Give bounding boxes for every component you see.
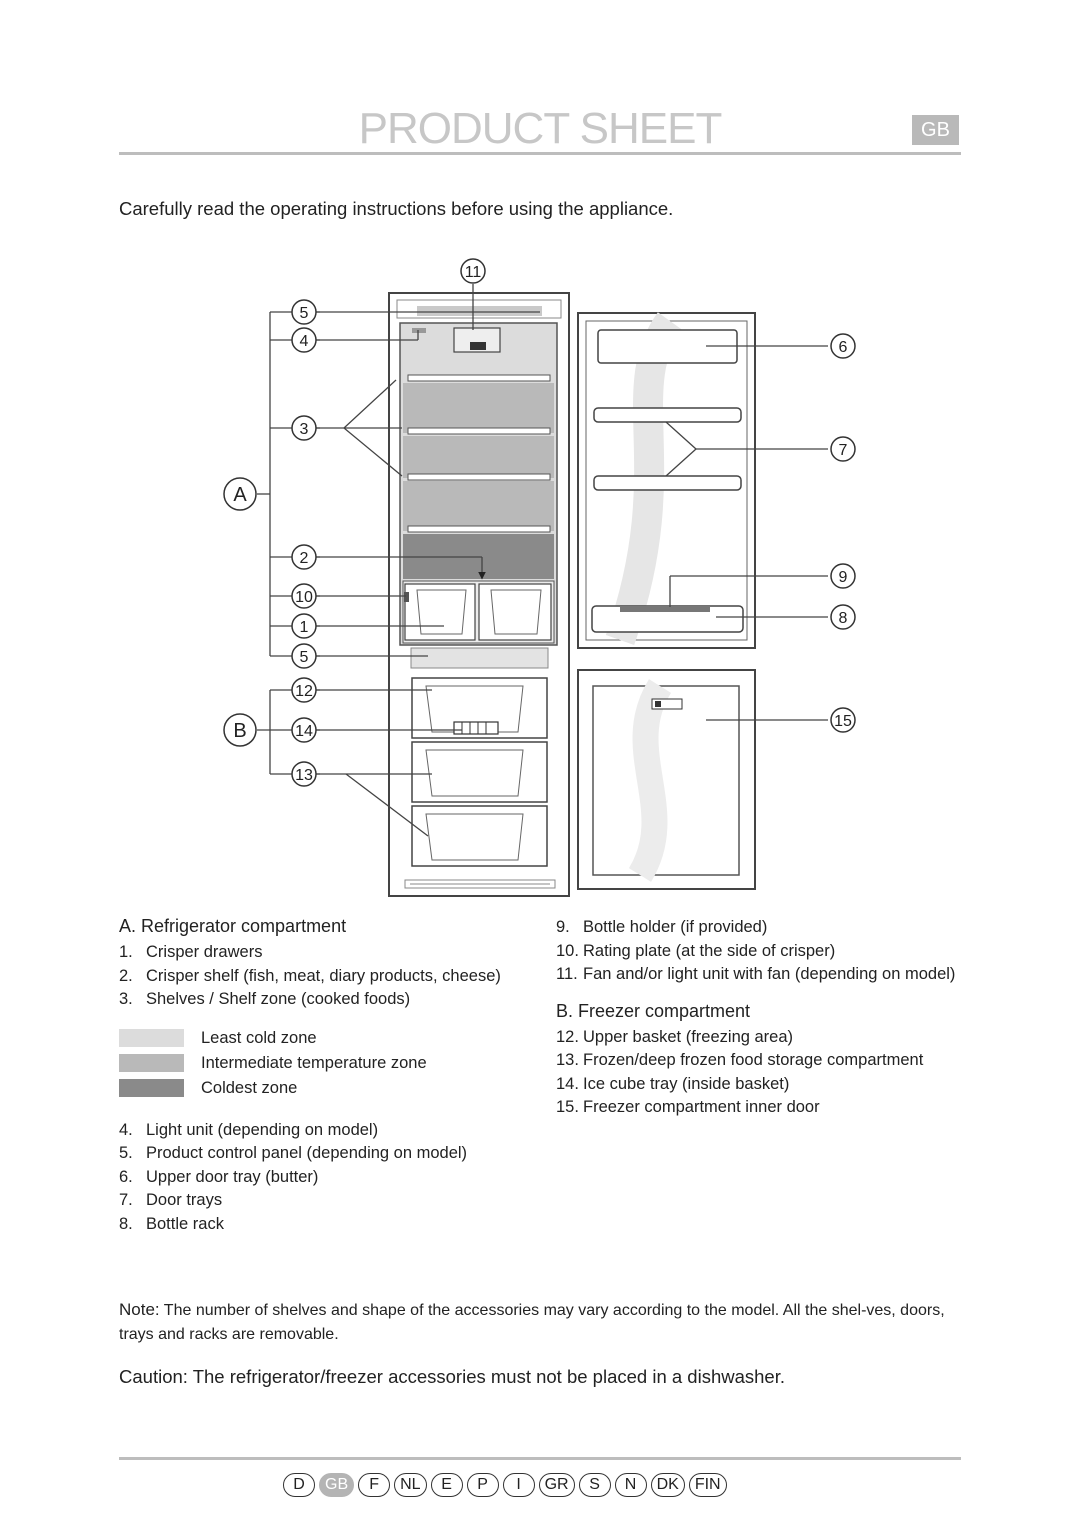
footer-divider xyxy=(119,1457,961,1460)
callout-A: A xyxy=(223,477,257,511)
language-badge: GB xyxy=(912,115,959,145)
svg-text:2: 2 xyxy=(300,550,309,567)
list-item: 13.Frozen/deep frozen food storage compa… xyxy=(556,1051,924,1069)
swatch-least-cold xyxy=(119,1029,184,1047)
svg-text:10: 10 xyxy=(295,589,313,606)
callout-10: 10 xyxy=(291,583,317,609)
svg-text:11: 11 xyxy=(465,264,482,281)
callout-5-bottom: 5 xyxy=(291,643,317,669)
list-item: 4.Light unit (depending on model) xyxy=(119,1120,379,1139)
language-option-nl[interactable]: NL xyxy=(394,1473,427,1497)
language-option-n[interactable]: N xyxy=(614,1473,647,1497)
callout-14: 14 xyxy=(291,717,317,743)
list-item: 2.Crisper shelf (fish, meat, diary produ… xyxy=(119,966,501,985)
list-item: 12.Upper basket (freezing area) xyxy=(556,1027,794,1046)
fridge-diagram: 11 5 4 3 A 2 10 1 5 12 B 14 13 6 7 9 8 1… xyxy=(223,258,856,897)
language-option-fin[interactable]: FIN xyxy=(688,1473,727,1497)
section-a-title: A. Refrigerator compartment xyxy=(119,916,347,936)
callout-9: 9 xyxy=(830,563,856,589)
list-item: 9.Bottle holder (if provided) xyxy=(556,918,768,936)
list-item: 3.Shelves / Shelf zone (cooked foods) xyxy=(119,990,411,1008)
svg-text:3: 3 xyxy=(300,421,309,438)
callout-4: 4 xyxy=(291,327,317,353)
language-option-f[interactable]: F xyxy=(358,1473,391,1497)
svg-text:7: 7 xyxy=(839,442,848,459)
zone-least-cold: Least cold zone xyxy=(119,1026,519,1051)
page-title: PRODUCT SHEET xyxy=(358,104,723,153)
fridge-door xyxy=(577,312,756,649)
svg-text:A: A xyxy=(233,484,247,506)
callout-13: 13 xyxy=(291,761,317,787)
intro-text: Carefully read the operating instruction… xyxy=(119,198,674,219)
callout-8: 8 xyxy=(830,604,856,630)
svg-text:B: B xyxy=(233,720,246,742)
list-item: 15.Freezer compartment inner door xyxy=(556,1098,820,1116)
callout-lines xyxy=(257,284,828,837)
language-option-e[interactable]: E xyxy=(430,1473,463,1497)
callout-markers: 11 5 4 3 A 2 10 1 5 12 B 14 13 6 7 9 8 1… xyxy=(223,258,856,787)
svg-text:9: 9 xyxy=(839,569,848,586)
language-option-gr[interactable]: GR xyxy=(538,1473,575,1497)
list-item: 1.Crisper drawers xyxy=(119,943,263,961)
svg-text:6: 6 xyxy=(839,339,848,356)
svg-text:15: 15 xyxy=(834,713,852,730)
language-option-s[interactable]: S xyxy=(578,1473,611,1497)
language-option-gb[interactable]: GB xyxy=(319,1473,355,1497)
language-option-d[interactable]: D xyxy=(283,1473,315,1497)
svg-text:5: 5 xyxy=(300,649,309,666)
temperature-zone-legend: Least cold zone Intermediate temperature… xyxy=(119,1026,519,1101)
swatch-intermediate xyxy=(119,1054,184,1072)
language-option-i[interactable]: I xyxy=(502,1473,535,1497)
svg-text:14: 14 xyxy=(295,723,313,740)
callout-15: 15 xyxy=(830,707,856,733)
freezer-door xyxy=(577,669,756,890)
language-option-p[interactable]: P xyxy=(466,1473,499,1497)
header-divider xyxy=(119,152,961,155)
list-item: 8.Bottle rack xyxy=(119,1214,224,1233)
callout-2: 2 xyxy=(291,544,317,570)
legend-left-column: A. Refrigerator compartment 1.Crisper dr… xyxy=(119,916,519,1236)
note-paragraph: Note: The number of shelves and shape of… xyxy=(119,1298,961,1347)
svg-text:12: 12 xyxy=(295,683,313,700)
section-b-title: B. Freezer compartment xyxy=(556,1000,751,1021)
svg-text:5: 5 xyxy=(300,305,309,322)
callout-6: 6 xyxy=(830,333,856,359)
callout-B: B xyxy=(223,713,257,747)
svg-text:8: 8 xyxy=(839,610,848,627)
list-item: 11.Fan and/or light unit with fan (depen… xyxy=(556,965,956,983)
callout-11: 11 xyxy=(460,258,486,284)
svg-text:4: 4 xyxy=(300,333,309,350)
callout-12: 12 xyxy=(291,677,317,703)
callout-1: 1 xyxy=(291,613,317,639)
callout-3: 3 xyxy=(291,415,317,441)
legend-right-column: 9.Bottle holder (if provided) 10.Rating … xyxy=(556,916,966,1120)
callout-5-top: 5 xyxy=(291,299,317,325)
callout-7: 7 xyxy=(830,436,856,462)
zone-intermediate: Intermediate temperature zone xyxy=(119,1051,519,1076)
list-item: 7.Door trays xyxy=(119,1191,223,1209)
fridge-body xyxy=(388,292,570,897)
svg-text:1: 1 xyxy=(300,619,309,636)
list-item: 10.Rating plate (at the side of crisper) xyxy=(556,941,836,960)
language-selector: D GB F NL E P I GR S N DK FIN xyxy=(283,1473,727,1497)
list-item: 5.Product control panel (depending on mo… xyxy=(119,1144,468,1162)
zone-coldest: Coldest zone xyxy=(119,1076,519,1101)
note-label: Note: xyxy=(119,1300,160,1319)
swatch-coldest xyxy=(119,1079,184,1097)
list-item: 14.Ice cube tray (inside basket) xyxy=(556,1074,790,1093)
caution-text: Caution: The refrigerator/freezer access… xyxy=(119,1366,785,1387)
language-option-dk[interactable]: DK xyxy=(650,1473,685,1497)
list-item: 6.Upper door tray (butter) xyxy=(119,1167,319,1186)
svg-text:13: 13 xyxy=(295,767,313,784)
note-text: The number of shelves and shape of the a… xyxy=(119,1302,945,1343)
